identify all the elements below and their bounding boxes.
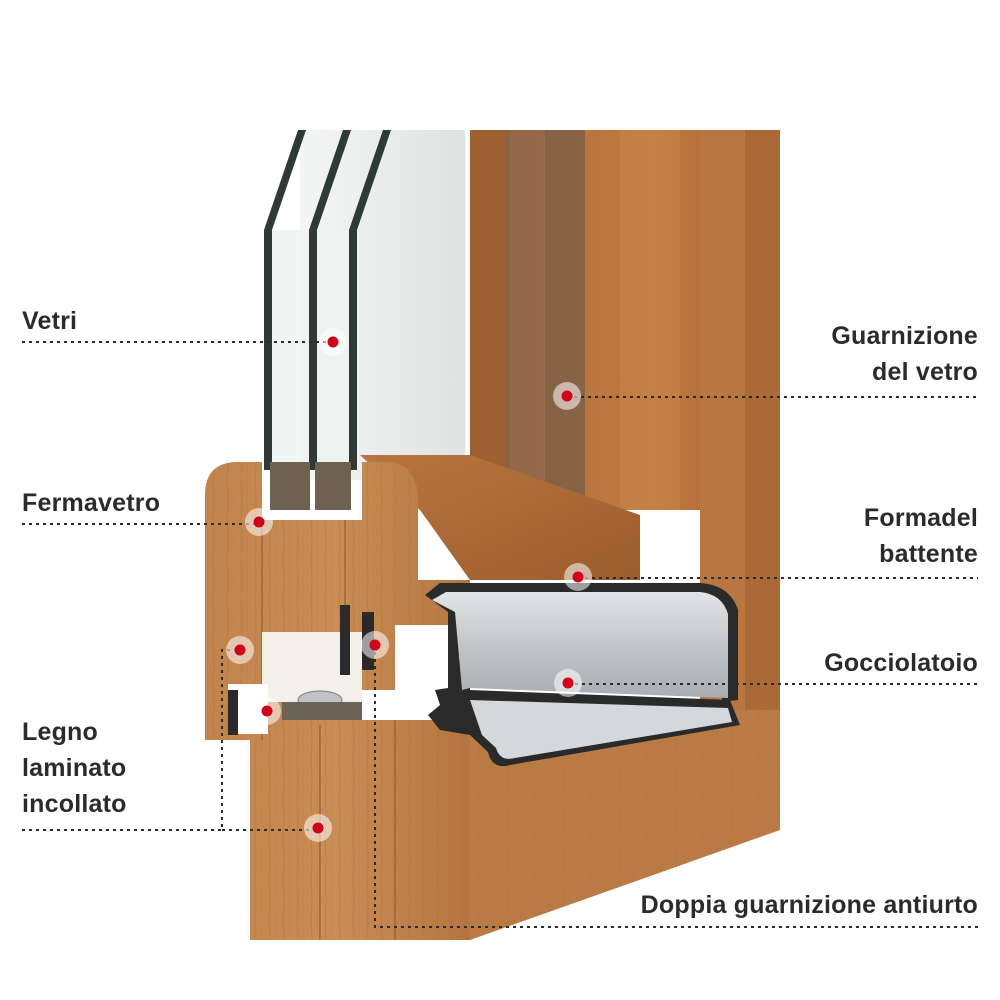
label-doppia-guarnizione: Doppia guarnizione antiurto <box>640 891 978 919</box>
marker-legno-hardware <box>253 697 281 725</box>
leader-legno <box>22 649 240 831</box>
label-forma-line-2: battente <box>879 540 978 568</box>
label-legno-line-2: laminato <box>22 754 127 782</box>
label-vetri: Vetri <box>22 307 78 335</box>
marker-doppia-guarnizione <box>361 631 389 659</box>
markers <box>226 328 592 842</box>
marker-legno-upper <box>226 636 254 664</box>
frame-sill <box>470 710 780 940</box>
sash-side-frame <box>470 130 780 710</box>
marker-fermavetro <box>245 508 273 536</box>
sash-top-surface <box>360 455 640 580</box>
label-legno-laminato: Legno laminato incollato <box>22 714 127 822</box>
leader-lines <box>22 341 978 928</box>
marker-gocciolatoio <box>554 669 582 697</box>
label-gocciolatoio: Gocciolatoio <box>824 649 978 677</box>
label-fermavetro: Fermavetro <box>22 489 161 517</box>
wood-section <box>205 462 470 940</box>
marker-guarnizione <box>553 382 581 410</box>
marker-legno-lower <box>304 814 332 842</box>
label-guarnizione-line-2: del vetro <box>872 358 978 386</box>
drip-profile <box>425 583 740 767</box>
label-legno-line-3: incollato <box>22 790 127 818</box>
label-guarnizione-vetro: Guarnizione del vetro <box>831 318 978 390</box>
glass-panes <box>264 130 465 510</box>
label-forma-line-1: Formadel <box>863 504 978 532</box>
label-legno-line-1: Legno <box>22 718 98 746</box>
label-forma-battente: Formadel battente <box>864 500 978 572</box>
leader-doppia-guarnizione <box>374 645 978 928</box>
label-guarnizione-line-1: Guarnizione <box>831 322 978 350</box>
marker-forma-battente <box>564 563 592 591</box>
marker-vetri <box>319 328 347 356</box>
